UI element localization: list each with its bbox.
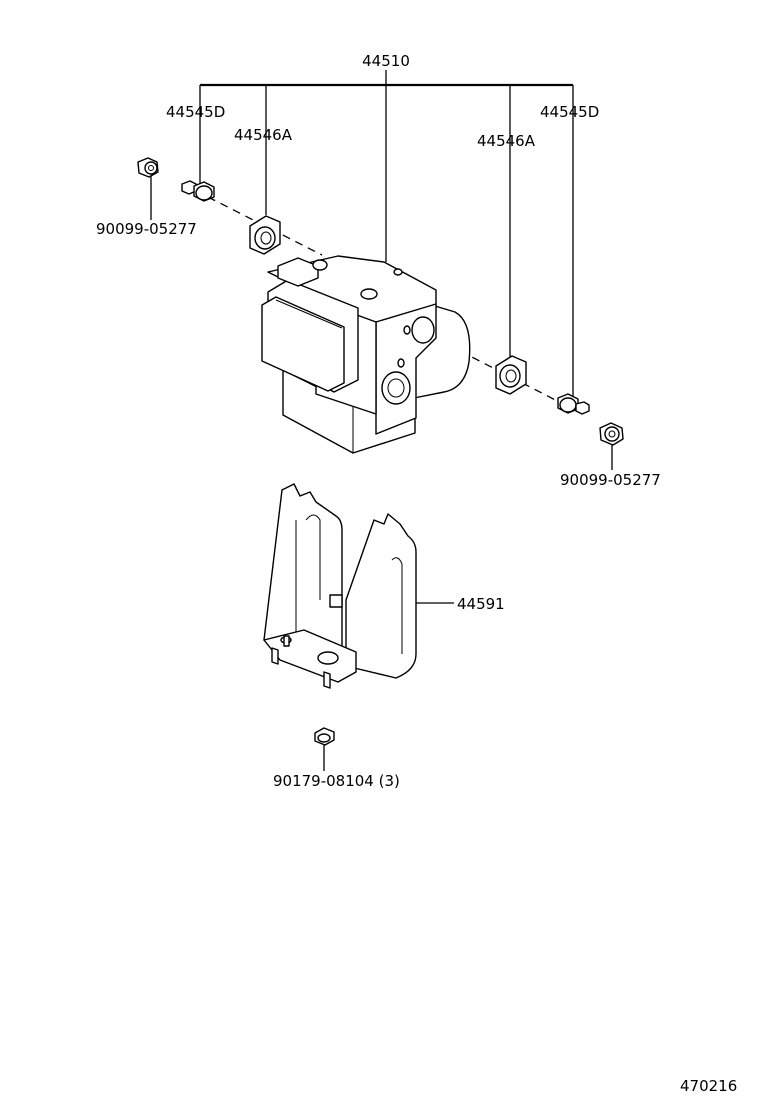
label-figure-number: 470216 [680, 1077, 737, 1095]
labels: 44510 44545D 44546A 44545D 44546A 90099-… [96, 52, 737, 1095]
label-nut-right: 90099-05277 [560, 471, 661, 489]
bolt-left-drawing [181, 180, 215, 202]
label-bolt-right: 44545D [540, 103, 599, 121]
label-nut-left: 90099-05277 [96, 220, 197, 238]
nut-right-drawing [599, 422, 624, 446]
cushion-left-drawing [249, 215, 281, 255]
label-cushion-left: 44546A [234, 126, 293, 144]
label-bracket: 44591 [457, 595, 505, 613]
bolt-bottom-drawing [314, 727, 335, 746]
label-bolt-bottom: 90179-08104 (3) [273, 772, 400, 790]
nut-left-drawing [137, 157, 159, 178]
actuator-assembly-drawing [261, 255, 471, 454]
label-actuator-assy: 44510 [362, 52, 410, 70]
cushion-right-drawing [495, 355, 527, 395]
label-cushion-right: 44546A [477, 132, 536, 150]
label-bolt-left: 44545D [166, 103, 225, 121]
bolt-right-drawing [557, 393, 590, 415]
bracket-drawing [263, 483, 417, 689]
